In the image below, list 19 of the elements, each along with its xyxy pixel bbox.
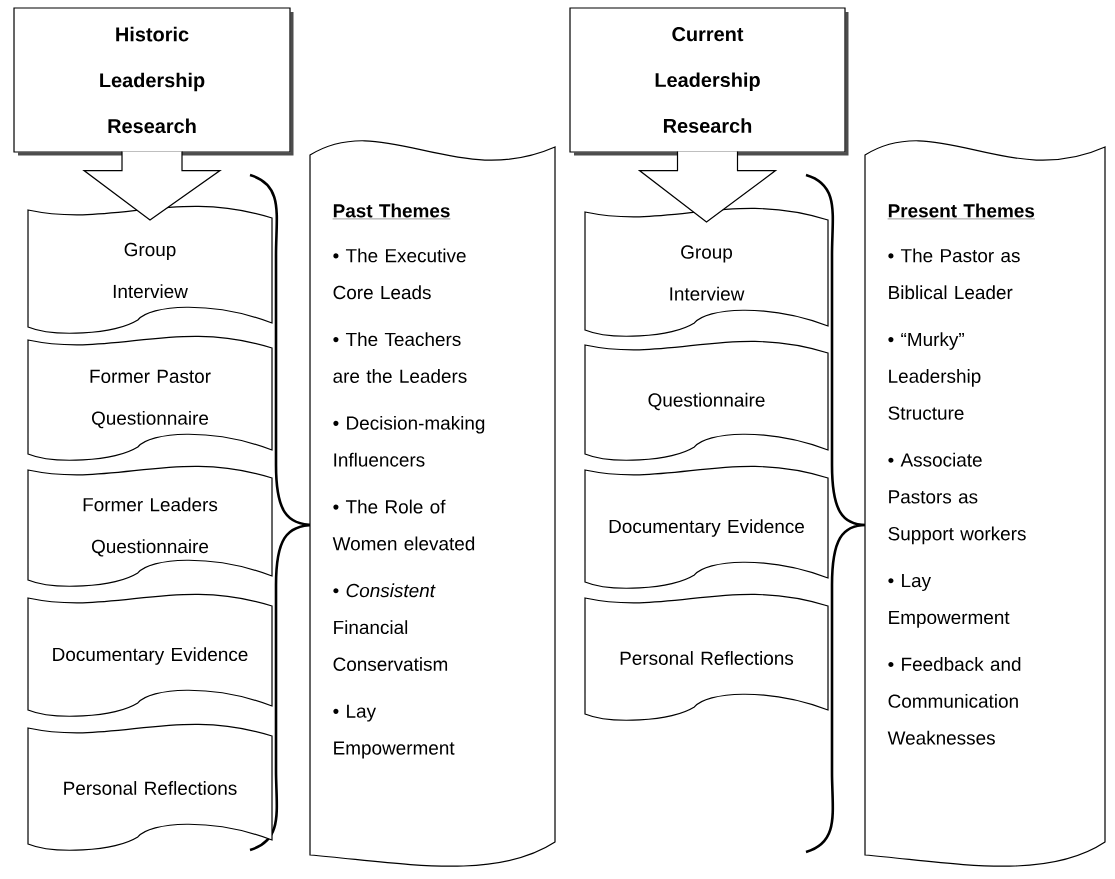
theme-item: • The Teachers are the Leaders — [333, 332, 467, 383]
theme-item: • Consistent Financial Conservatism — [333, 583, 448, 671]
block-arrow — [82, 151, 222, 221]
theme-item: • Feedback and Communication Weaknesses — [887, 657, 1021, 745]
callout-box: Historic Leadership Research — [13, 7, 294, 156]
theme-item: • “Murky” Leadership Structure — [888, 332, 981, 420]
theme-item: • Lay Empowerment — [888, 574, 1010, 628]
theme-item: • Associate Pastors as Support workers — [888, 452, 1026, 545]
theme-heading: Present Themes — [887, 203, 1036, 220]
callout-box: Current Leadership Research — [569, 7, 849, 156]
theme-item: • Lay Empowerment — [333, 704, 455, 759]
scroll-shape — [309, 140, 556, 867]
theme-item: • The Pastor as Biblical Leader — [888, 248, 1020, 300]
theme-item: • The Role of Women elevated — [332, 499, 475, 551]
block-arrow — [637, 151, 778, 223]
theme-heading: Past Themes — [332, 203, 451, 220]
scroll-shape — [864, 140, 1106, 867]
theme-item: • The Executive Core Leads — [333, 248, 466, 300]
theme-item: • Decision-making Influencers — [333, 415, 485, 467]
